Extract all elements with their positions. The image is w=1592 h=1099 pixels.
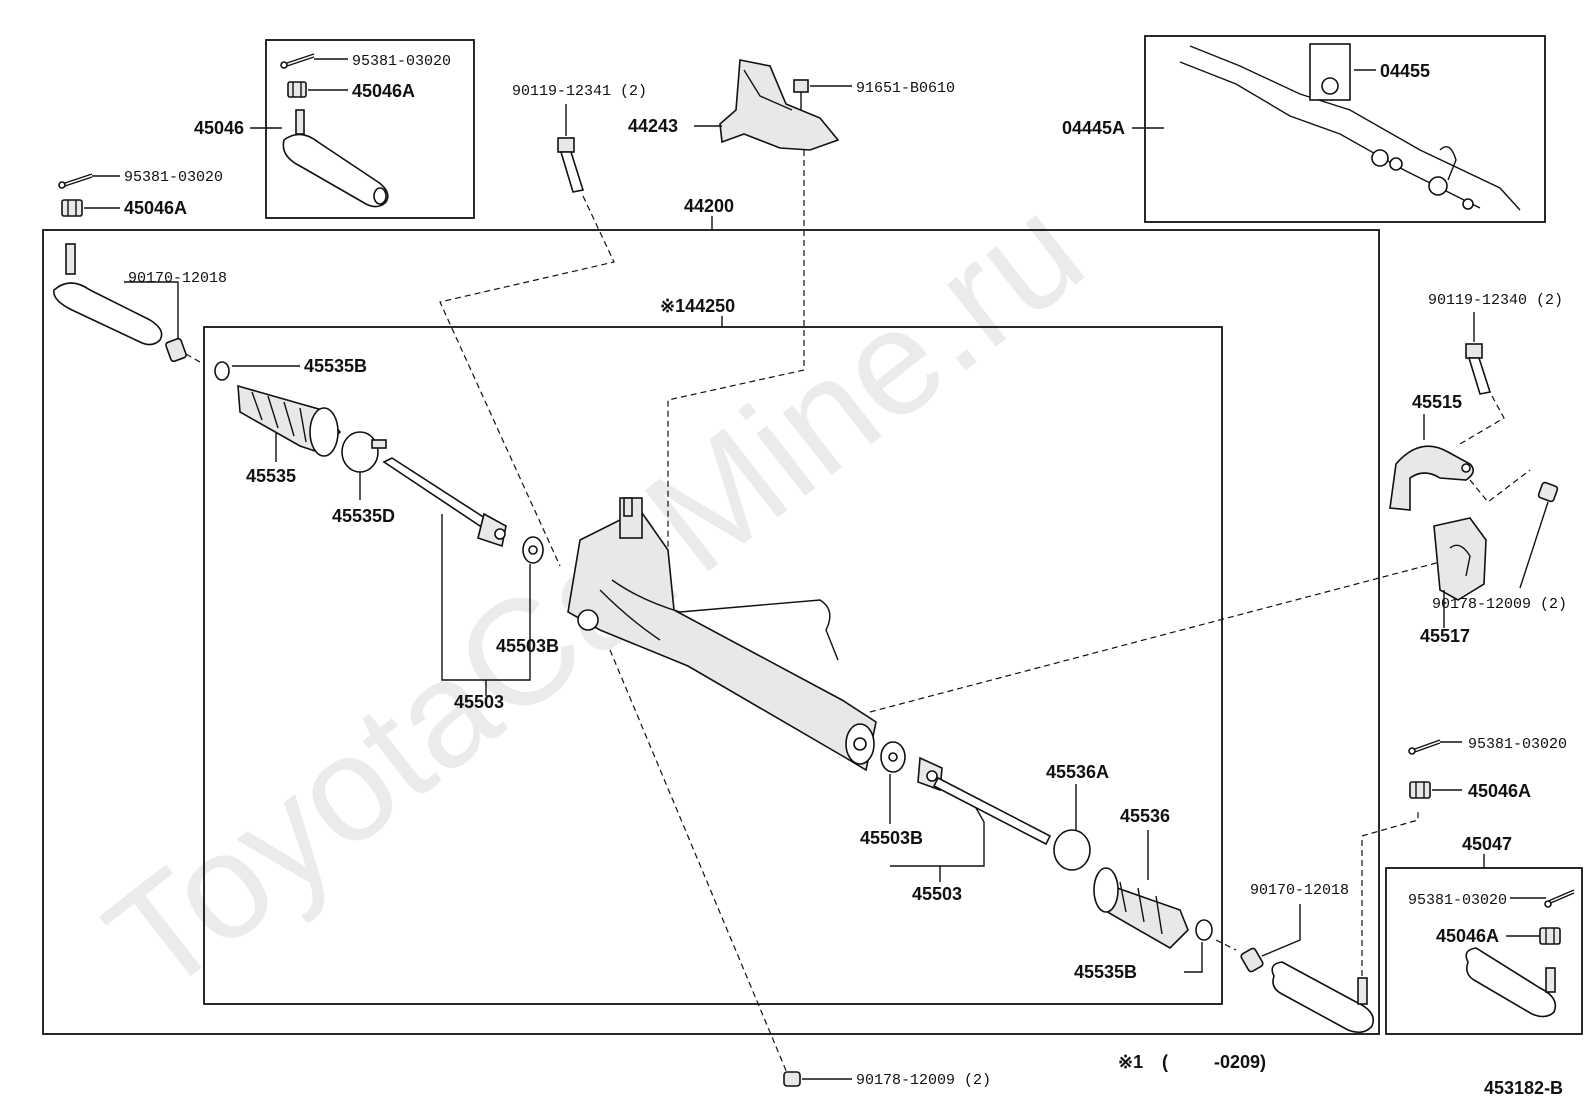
label-95381-tl-box: 95381-03020 (352, 53, 451, 70)
tie-rod-end-icon[interactable] (53, 243, 163, 346)
label-95381-br-box: 95381-03020 (1408, 892, 1507, 909)
label-90170-left: 90170-12018 (128, 270, 227, 287)
steering-rack-housing-icon[interactable] (567, 497, 877, 772)
bolt-icon[interactable] (1465, 343, 1492, 395)
label-91651: 91651-B0610 (856, 80, 955, 97)
label-95381-right: 95381-03020 (1468, 736, 1567, 753)
label-90119-12340: 90119-12340 (2) (1428, 292, 1563, 309)
heat-insulator-cover-icon[interactable] (719, 59, 840, 151)
castle-nut-icon[interactable] (1409, 781, 1431, 799)
label-45503-top: 45503 (454, 692, 504, 712)
cotter-pin-icon[interactable] (280, 53, 315, 69)
label-45503-bottom: 45503 (912, 884, 962, 904)
boot-clamp-icon[interactable] (341, 431, 387, 473)
label-44243: 44243 (628, 116, 678, 136)
bolt-icon[interactable] (793, 79, 809, 110)
label-45515: 45515 (1412, 392, 1462, 412)
frame-45046-kit (265, 39, 475, 219)
bolt-icon[interactable] (557, 137, 585, 193)
tie-rod-icon[interactable] (917, 756, 1052, 846)
boot-clamp-icon[interactable] (1195, 919, 1213, 941)
nut-icon[interactable] (1537, 481, 1559, 503)
frame-04445A-kit (1144, 35, 1546, 223)
tie-rod-end-icon[interactable] (1465, 947, 1557, 1018)
label-45536: 45536 (1120, 806, 1170, 826)
boot-clamp-icon[interactable] (1053, 829, 1091, 871)
cotter-pin-icon[interactable] (1544, 889, 1575, 908)
label-90178-bottom: 90178-12009 (2) (856, 1072, 991, 1089)
frame-44200-assembly (42, 229, 1380, 1035)
label-45046: 45046 (194, 118, 244, 138)
label-95381-left: 95381-03020 (124, 169, 223, 186)
label-90178-right: 90178-12009 (2) (1432, 596, 1567, 613)
claw-washer-icon[interactable] (880, 741, 906, 773)
label-45535D: 45535D (332, 506, 395, 526)
label-45535: 45535 (246, 466, 296, 486)
bracket-bushing-icon[interactable] (1433, 517, 1487, 601)
cotter-pin-icon[interactable] (58, 173, 93, 189)
lock-nut-icon[interactable] (1240, 947, 1264, 973)
footnote-mark: ※1 (1118, 1052, 1143, 1072)
label-45535B-bottom: 45535B (1074, 962, 1137, 982)
label-45517: 45517 (1420, 626, 1470, 646)
tie-rod-end-icon[interactable] (282, 109, 389, 208)
castle-nut-icon[interactable] (61, 199, 83, 217)
label-45046A-tl-box: 45046A (352, 81, 415, 101)
diagram-id: 453182-B (1484, 1078, 1563, 1098)
castle-nut-icon[interactable] (287, 81, 307, 98)
boot-clamp-icon[interactable] (214, 361, 230, 381)
footnote-range: -0209) (1214, 1052, 1266, 1072)
castle-nut-icon[interactable] (1539, 927, 1561, 945)
label-04455: 04455 (1380, 61, 1430, 81)
lock-nut-icon[interactable] (165, 337, 187, 363)
label-45536A: 45536A (1046, 762, 1109, 782)
label-45046A-br-box: 45046A (1436, 926, 1499, 946)
label-45046A-right: 45046A (1468, 781, 1531, 801)
label-45503B-top: 45503B (496, 636, 559, 656)
nut-icon[interactable] (783, 1071, 801, 1087)
rack-housing-sketch-icon[interactable] (1179, 43, 1521, 211)
label-90170-right: 90170-12018 (1250, 882, 1349, 899)
claw-washer-icon[interactable] (522, 536, 544, 564)
frame-144250-rack (203, 326, 1223, 1005)
label-04445A: 04445A (1062, 118, 1125, 138)
rack-bracket-icon[interactable] (1389, 445, 1474, 511)
rack-boot-icon[interactable] (237, 384, 342, 457)
rack-boot-icon[interactable] (1093, 867, 1189, 949)
footnote-open: ( (1162, 1052, 1168, 1072)
label-144250: ※144250 (660, 296, 735, 316)
label-44200: 44200 (684, 196, 734, 216)
tie-rod-end-icon[interactable] (1271, 961, 1375, 1034)
cotter-pin-icon[interactable] (1408, 739, 1441, 755)
label-45047: 45047 (1462, 834, 1512, 854)
label-45535B-top: 45535B (304, 356, 367, 376)
label-45503B-bottom: 45503B (860, 828, 923, 848)
label-45046A-left: 45046A (124, 198, 187, 218)
label-90119-12341: 90119-12341 (2) (512, 83, 647, 100)
tie-rod-icon[interactable] (382, 457, 507, 548)
